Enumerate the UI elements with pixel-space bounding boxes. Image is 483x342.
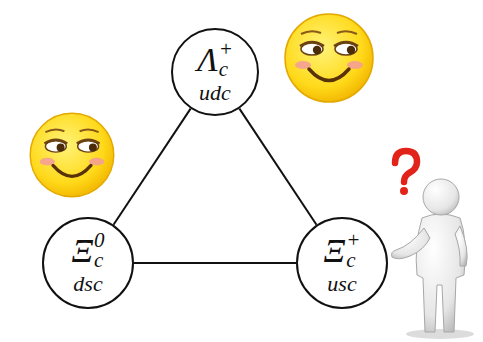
particle-symbol: Ξc+ (324, 231, 361, 271)
quark-content: udc (199, 81, 231, 104)
particle-circle: Ξc+usc (296, 217, 388, 309)
quark-content: dsc (73, 272, 102, 295)
particle-circle: Ξc0dsc (42, 217, 134, 309)
connector-line (239, 109, 316, 225)
person-with-question (392, 151, 475, 339)
quark-content: usc (327, 272, 356, 295)
connector-line (134, 262, 296, 264)
particle-circle: Λc+udc (171, 28, 259, 116)
connector-line (114, 109, 191, 225)
smiley-face (30, 113, 114, 197)
smiley-face (285, 14, 373, 102)
particle-symbol: Ξc0 (71, 231, 104, 271)
particle-symbol: Λc+ (197, 40, 233, 80)
